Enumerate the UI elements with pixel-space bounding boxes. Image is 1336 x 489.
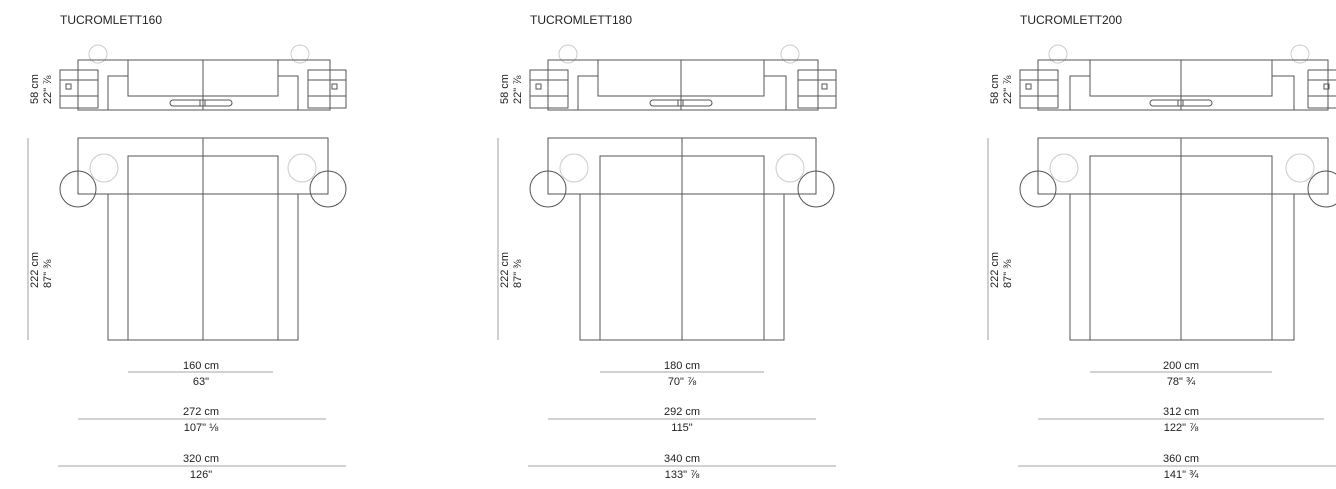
length-in-label: 87" ⅜	[1002, 259, 1014, 288]
width-dimensions: 160 cm 63" 272 cm 107" ⅛ 320 cm 126"	[58, 360, 346, 481]
dim-2-in: 122" ⅞	[1164, 422, 1199, 434]
dim-1-cm: 160 cm	[183, 360, 219, 372]
dim-3-in: 141" ¾	[1164, 469, 1199, 481]
dim-2-cm: 292 cm	[664, 406, 700, 418]
dim-1-in: 78" ¾	[1167, 376, 1196, 388]
panel-tucromlett160: TUCROMLETT160 58 cm 22" ⅞ 222 cm 87" ⅜	[27, 13, 347, 481]
dim-2-cm: 272 cm	[183, 406, 219, 418]
front-elevation	[1019, 44, 1336, 111]
plan-view	[59, 137, 347, 341]
dim-2-cm: 312 cm	[1163, 406, 1199, 418]
width-dimensions: 200 cm 78" ¾ 312 cm 122" ⅞ 360 cm 141" ¾	[1018, 360, 1336, 481]
model-title: TUCROMLETT200	[1020, 13, 1122, 27]
height-in-label: 22" ⅞	[42, 75, 54, 104]
front-elevation	[529, 44, 837, 111]
plan-view	[1019, 137, 1336, 341]
length-cm-label: 222 cm	[989, 252, 1001, 288]
height-cm-label: 58 cm	[989, 74, 1001, 104]
dim-1-in: 70" ⅞	[668, 376, 697, 388]
dim-2-in: 115"	[671, 422, 693, 434]
dim-3-cm: 340 cm	[664, 453, 700, 465]
length-cm-label: 222 cm	[29, 252, 41, 288]
height-cm-label: 58 cm	[29, 74, 41, 104]
length-in-label: 87" ⅜	[42, 259, 54, 288]
length-in-label: 87" ⅜	[512, 259, 524, 288]
height-in-label: 22" ⅞	[512, 75, 524, 104]
length-cm-label: 222 cm	[499, 252, 511, 288]
dim-1-cm: 200 cm	[1163, 360, 1199, 372]
dim-1-cm: 180 cm	[664, 360, 700, 372]
width-dimensions: 180 cm 70" ⅞ 292 cm 115" 340 cm 133" ⅞	[528, 360, 836, 481]
model-title: TUCROMLETT160	[60, 13, 162, 27]
dim-1-in: 63"	[193, 376, 209, 388]
dim-3-in: 133" ⅞	[665, 469, 700, 481]
model-title: TUCROMLETT180	[530, 13, 632, 27]
panel-tucromlett180: TUCROMLETT180 58 cm 22" ⅞ 222 cm 87" ⅜	[497, 13, 837, 481]
dim-3-in: 126"	[190, 469, 212, 481]
dim-2-in: 107" ⅛	[184, 422, 219, 434]
front-elevation	[59, 44, 347, 111]
dim-3-cm: 320 cm	[183, 453, 219, 465]
panel-tucromlett200: TUCROMLETT200 58 cm 22" ⅞ 222 cm 87" ⅜	[987, 13, 1336, 481]
height-in-label: 22" ⅞	[1002, 75, 1014, 104]
plan-view	[529, 137, 835, 341]
height-cm-label: 58 cm	[499, 74, 511, 104]
dim-3-cm: 360 cm	[1163, 453, 1199, 465]
